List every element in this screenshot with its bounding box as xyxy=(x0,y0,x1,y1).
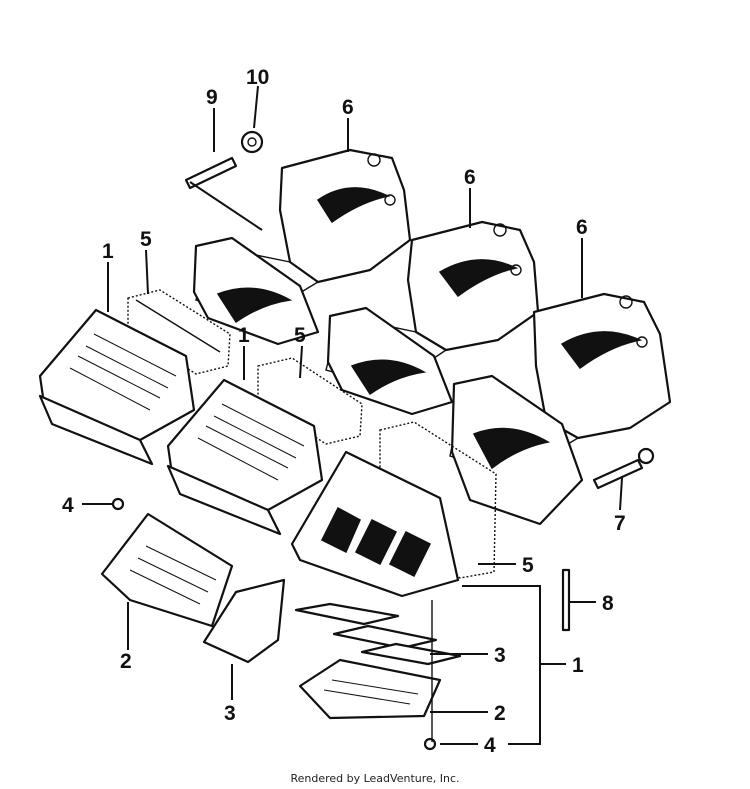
reed-valve-assembly-2[interactable] xyxy=(166,378,324,536)
callout-5-right: 5 xyxy=(522,554,534,577)
reed-valve-assembly-3[interactable] xyxy=(290,450,460,598)
manifold-flange-3 xyxy=(450,374,584,526)
callout-8: 8 xyxy=(602,592,614,615)
callout-5-middle: 5 xyxy=(294,324,306,347)
footer-credit: Rendered by LeadVenture, Inc. xyxy=(290,772,460,785)
manifold-flange-2 xyxy=(326,306,454,416)
reed-petal-2[interactable] xyxy=(298,658,442,720)
reed-stop-1[interactable] xyxy=(202,578,286,664)
manifold-flange-1 xyxy=(192,236,320,346)
callout-labels: 9 10 6 6 6 1 5 1 5 7 5 8 4 2 3 3 1 2 4 xyxy=(62,66,626,757)
callout-4-left: 4 xyxy=(62,494,74,517)
callout-4-right: 4 xyxy=(484,734,496,757)
callout-1-right: 1 xyxy=(572,654,584,677)
long-bolt[interactable] xyxy=(561,568,571,632)
callout-2-left: 2 xyxy=(120,650,132,673)
callout-9: 9 xyxy=(206,86,218,109)
screw-1[interactable] xyxy=(111,497,125,511)
screw-2[interactable] xyxy=(423,737,437,751)
reed-valve-assembly-1[interactable] xyxy=(38,308,196,466)
stud-bolt[interactable] xyxy=(184,156,238,190)
manifold-bolt[interactable] xyxy=(592,447,655,490)
callout-10: 10 xyxy=(246,66,269,89)
callout-7: 7 xyxy=(614,512,626,535)
flange-nut[interactable] xyxy=(240,130,264,154)
callout-3-left: 3 xyxy=(224,702,236,725)
callout-2-right: 2 xyxy=(494,702,506,725)
callout-5-left: 5 xyxy=(140,228,152,251)
leader-lines xyxy=(82,85,623,745)
callout-6-right: 6 xyxy=(576,216,588,239)
callout-3-right: 3 xyxy=(494,644,506,667)
intake-manifold-3[interactable] xyxy=(449,292,672,477)
reed-petal-1[interactable] xyxy=(100,512,234,628)
reed-stop-2[interactable] xyxy=(294,602,462,666)
callout-6-top: 6 xyxy=(342,96,354,119)
callout-6-middle: 6 xyxy=(464,166,476,189)
callout-1-left: 1 xyxy=(102,240,114,263)
callout-1-middle: 1 xyxy=(238,324,250,347)
